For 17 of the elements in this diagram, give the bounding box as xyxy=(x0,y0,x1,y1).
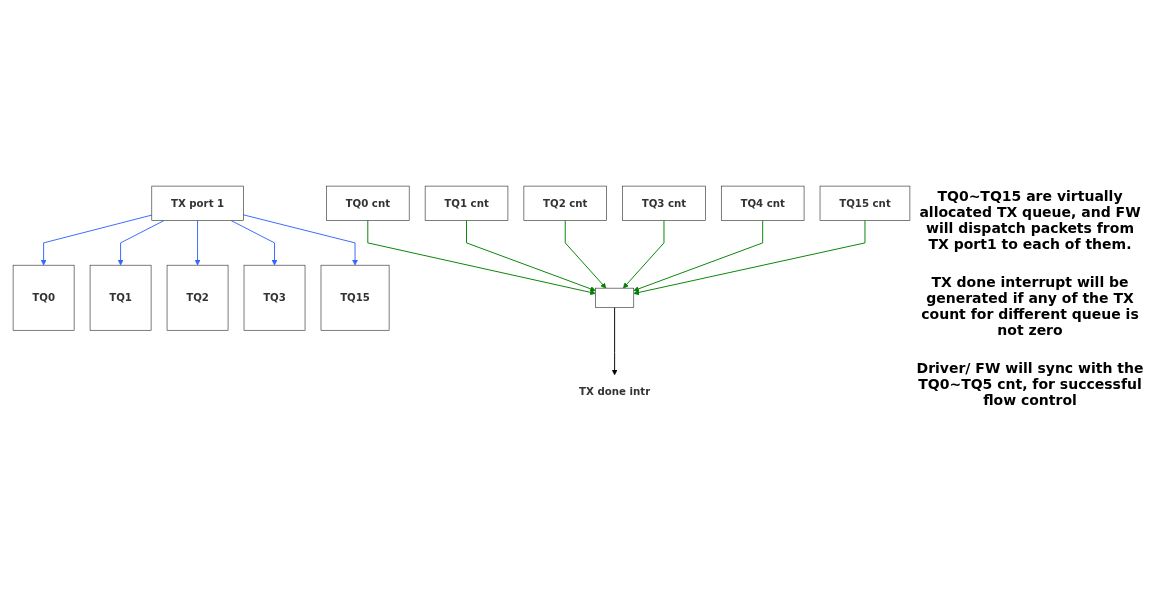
node-box: TQ15 cnt xyxy=(819,185,911,221)
node-box: TX port 1 xyxy=(151,185,244,221)
note-text: TQ0~TQ15 are virtually allocated TX queue, and FW will dispatch packets from TX port1 to each of them. xyxy=(918,187,1142,252)
node-box: TQ0 cnt xyxy=(326,185,410,221)
node-box: TQ2 xyxy=(166,264,229,331)
node-box: TQ15 xyxy=(320,264,390,331)
node-box: TQ0 xyxy=(12,264,75,331)
node-box: TQ3 xyxy=(243,264,306,331)
node-box: TQ2 cnt xyxy=(523,185,607,221)
node-box xyxy=(595,287,635,308)
node-text: TX done intr xyxy=(579,385,651,398)
node-box: TQ1 xyxy=(89,264,152,331)
note-text: Driver/ FW will sync with the TQ0~TQ5 cnt, for successful flow control xyxy=(915,359,1145,408)
node-box: TQ1 cnt xyxy=(424,185,509,221)
node-box: TQ3 cnt xyxy=(622,185,706,221)
node-box: TQ4 cnt xyxy=(720,185,805,221)
note-text: TX done interrupt will be generated if any of the TX count for different queue is not zero xyxy=(920,273,1140,338)
